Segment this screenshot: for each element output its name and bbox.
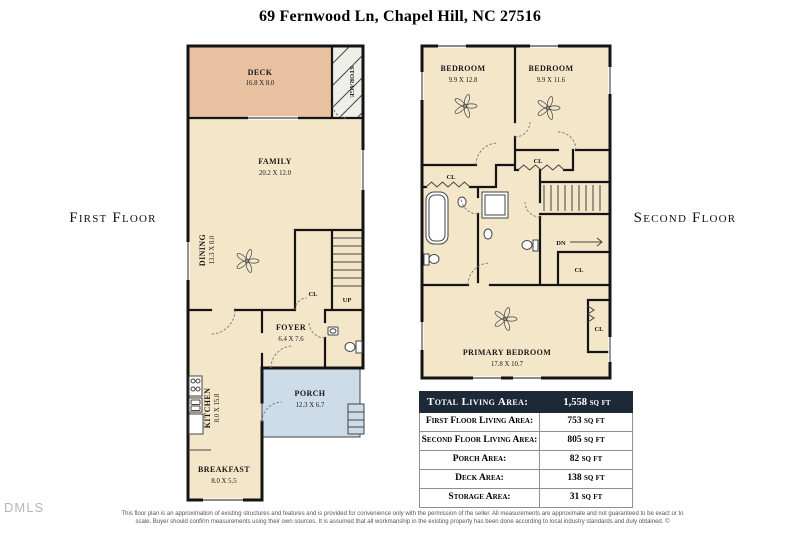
disclaimer-text: This floor plan is an approximation of e… <box>90 511 715 526</box>
closet-label: CL <box>594 326 604 333</box>
breakfast-dims: 8.0 X 5.5 <box>211 478 237 485</box>
page-title: 69 Fernwood Ln, Chapel Hill, NC 27516 <box>258 8 542 25</box>
area-row-value: 805 sq ft <box>567 435 605 445</box>
bedroom2-dims: 9.9 X 11.6 <box>537 77 566 84</box>
area-table-row: Storage Area: 31 sq ft <box>419 489 633 508</box>
area-table-row: Deck Area: 138 sq ft <box>419 470 633 489</box>
dmls-watermark: DMLS <box>4 500 45 515</box>
area-table-row: First Floor Living Area: 753 sq ft <box>419 413 633 432</box>
total-living-area-value: 1,558 sq ft <box>563 396 611 408</box>
powder-room-fixtures <box>327 326 363 354</box>
down-arrow <box>570 237 603 247</box>
primary-bedroom-label: PRIMARY BEDROOM <box>463 348 551 357</box>
closet-door-marks <box>425 164 595 323</box>
family-dims: 20.2 X 12.0 <box>259 170 292 177</box>
area-table-header-row: Total Living Area: 1,558 sq ft <box>419 391 633 413</box>
dining-dims: 13.3 X 8.0 <box>209 235 216 264</box>
disclaimer-line-2: scale. Buyer should confirm measurements… <box>135 518 670 525</box>
kitchen-appliances <box>188 375 204 435</box>
first-floor-door-arcs <box>210 104 347 423</box>
closet-label: CL <box>533 158 543 165</box>
foyer-label: FOYER <box>276 323 306 332</box>
stairs-down <box>543 185 601 211</box>
area-table-row: Second Floor Living Area: 805 sq ft <box>419 432 633 451</box>
deck-area <box>188 46 332 118</box>
area-row-value: 138 sq ft <box>567 473 605 483</box>
porch-label: PORCH <box>295 389 326 398</box>
area-row-label: Second Floor Living Area: <box>420 432 540 450</box>
area-row-value: 31 sq ft <box>569 492 603 502</box>
area-table-row: Porch Area: 82 sq ft <box>419 451 633 470</box>
foyer-dims: 6.4 X 7.6 <box>278 336 304 343</box>
area-row-label: Storage Area: <box>420 489 540 507</box>
first-floor-room-labels: DECK 16.8 X 8.0 STORAGE FAMILY 20.2 X 12… <box>198 66 355 485</box>
area-row-value: 82 sq ft <box>569 454 603 464</box>
porch-dims: 12.3 X 6.7 <box>296 402 325 409</box>
family-label: FAMILY <box>258 157 292 166</box>
first-floor-label: First Floor <box>69 210 157 226</box>
second-floor-windows <box>420 44 612 380</box>
primary-bedroom-dims: 17.8 X 10.7 <box>491 361 524 368</box>
second-floor-plan: BEDROOM 9.9 X 12.8 BEDROOM 9.9 X 11.6 CL… <box>420 44 612 380</box>
bedroom1-label: BEDROOM <box>440 64 485 73</box>
storage-hatch <box>331 45 364 119</box>
porch-steps <box>347 403 365 435</box>
bedroom1-dims: 9.9 X 12.8 <box>449 77 478 84</box>
area-row-value: 753 sq ft <box>567 416 605 426</box>
storage-label: STORAGE <box>348 66 355 98</box>
kitchen-dims: 8.0 X 15.8 <box>214 393 221 422</box>
first-floor-plan: DECK 16.8 X 8.0 STORAGE FAMILY 20.2 X 12… <box>186 44 365 502</box>
closet-label: CL <box>308 291 318 298</box>
first-floor-windows <box>186 116 365 502</box>
second-floor-room-labels: BEDROOM 9.9 X 12.8 BEDROOM 9.9 X 11.6 CL… <box>440 64 604 368</box>
deck-label: DECK <box>248 68 273 77</box>
bedroom2-label: BEDROOM <box>528 64 573 73</box>
area-row-label: Deck Area: <box>420 470 540 488</box>
stairs-up-label: UP <box>343 297 352 304</box>
total-living-area-label: Total Living Area: <box>427 396 529 408</box>
deck-dims: 16.8 X 8.0 <box>246 80 275 87</box>
bathroom-fixtures <box>423 191 539 266</box>
closet-label: CL <box>446 174 456 181</box>
area-row-label: First Floor Living Area: <box>420 413 540 431</box>
second-floor-label: Second Floor <box>633 210 737 226</box>
second-floor-door-arcs <box>460 121 577 286</box>
disclaimer-line-1: This floor plan is an approximation of e… <box>121 511 684 517</box>
stairs-up <box>333 237 362 287</box>
kitchen-label: KITCHEN <box>203 388 212 429</box>
area-row-label: Porch Area: <box>420 451 540 469</box>
dining-label: DINING <box>198 234 207 266</box>
area-summary-table: Total Living Area: 1,558 sq ft First Flo… <box>419 391 633 508</box>
breakfast-label: BREAKFAST <box>198 465 250 474</box>
stairs-down-label: DN <box>556 240 566 247</box>
closet-label: CL <box>574 267 584 274</box>
